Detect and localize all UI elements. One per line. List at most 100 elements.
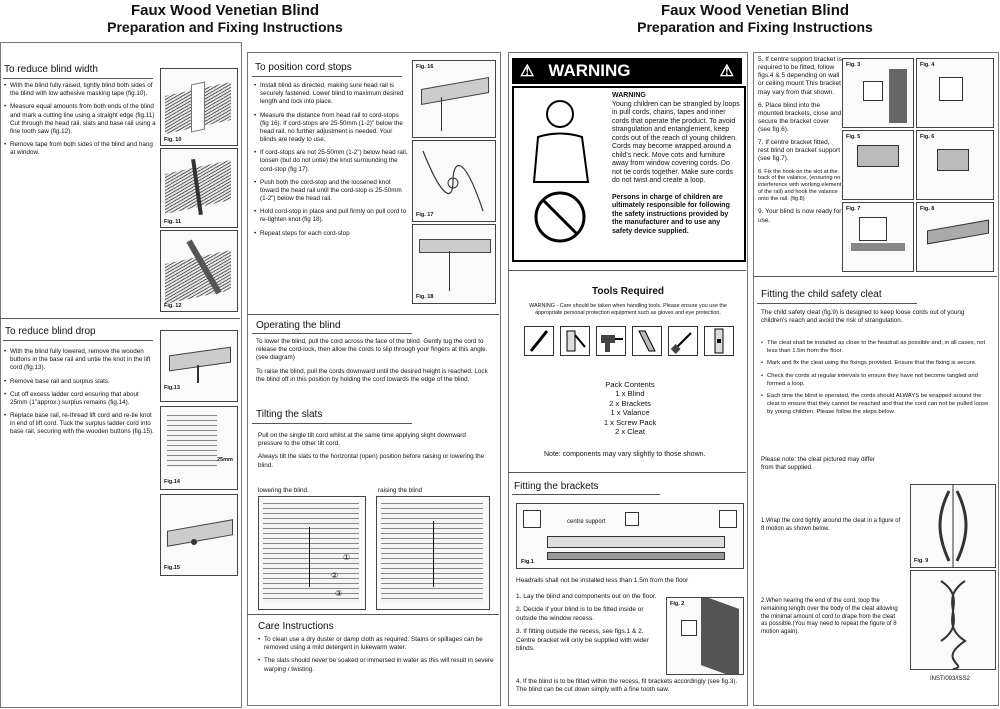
reduce-width-step-2: Measure equal amounts from both ends of … bbox=[4, 103, 156, 136]
divider bbox=[252, 76, 402, 77]
right-header: Faux Wood Venetian Blind Preparation and… bbox=[630, 2, 880, 35]
cleat-heading: Fitting the child safety cleat bbox=[761, 289, 882, 300]
operating-para-1: To lower the blind, pull the cord across… bbox=[256, 338, 488, 362]
cord-stops-step-4: Push both the cord-stop and the loosened… bbox=[254, 179, 408, 204]
fig-16-label: Fig. 16 bbox=[416, 64, 434, 70]
mount-steps: 5. If centre support bracket is required… bbox=[758, 56, 842, 230]
cleat-note: Please note: the cleat pictured may diff… bbox=[761, 456, 875, 472]
mount-step-5: 5. If centre support bracket is required… bbox=[758, 56, 842, 96]
fig-15: Fig.15 bbox=[160, 494, 238, 576]
lowering-label: lowering the blind. bbox=[258, 487, 309, 494]
pack-heading: Pack Contents bbox=[605, 380, 655, 389]
tools-footnote: Note: components may vary slightly to th… bbox=[544, 451, 706, 458]
reduce-drop-step-3: Cut off excess ladder cord ensuring that… bbox=[4, 391, 156, 407]
pack-item-2: 2 x Brackets bbox=[609, 398, 651, 408]
raising-diagram bbox=[376, 496, 490, 610]
tools-heading: Tools Required bbox=[592, 286, 665, 297]
fig-11: Fig. 11 bbox=[160, 148, 238, 228]
fig-10-label: Fig. 10 bbox=[164, 137, 182, 143]
cord-stops-step-3: If cord-stops are not 25-50mm (1-2") bel… bbox=[254, 149, 408, 174]
fig-11-label: Fig. 11 bbox=[164, 219, 182, 225]
pack-item-5: 2 x Cleat bbox=[615, 427, 645, 437]
fig-1-label: Fig.1 bbox=[521, 559, 534, 565]
divider bbox=[508, 270, 746, 271]
operating-heading: Operating the blind bbox=[256, 320, 341, 331]
warning-banner: ⚠ WARNING ⚠ bbox=[512, 58, 742, 84]
screwdriver-icon bbox=[668, 326, 698, 356]
reduce-drop-step-2: Remove base rail and surplus slats. bbox=[4, 378, 156, 386]
bracket-step-3: 3. If fitting outside the recess, see fi… bbox=[516, 628, 649, 653]
divider bbox=[252, 423, 412, 424]
cord-stops-step-6: Repeat steps for each cord-stop bbox=[254, 230, 408, 238]
bracket-step-1: 1. Lay the blind and components out on t… bbox=[516, 593, 657, 600]
pencil-icon bbox=[524, 326, 554, 356]
bracket-step-2: 2. Decide if your blind is to be fitted … bbox=[516, 606, 644, 622]
divider bbox=[3, 340, 153, 341]
right-subtitle: Preparation and Fixing Instructions bbox=[637, 19, 873, 36]
cleat-step-1: 1.Wrap the cord tightly around the cleat… bbox=[761, 518, 901, 532]
reduce-drop-text: With the blind fully lowered, remove the… bbox=[4, 348, 156, 442]
care-heading: Care Instructions bbox=[258, 621, 334, 632]
cleat-item-4: Each time the blind is operated, the cor… bbox=[761, 393, 991, 416]
warning-responsibility: Persons in charge of children are ultima… bbox=[612, 193, 730, 235]
fig-16: Fig. 16 bbox=[412, 60, 496, 138]
tilting-text: Pull on the single tilt cord whilst at t… bbox=[258, 432, 490, 475]
cleat-intro: The child safety cleat (fig.9) is design… bbox=[761, 309, 965, 325]
fig-9: Fig. 9 bbox=[910, 484, 996, 568]
fig-5-label: Fig. 5 bbox=[846, 134, 861, 140]
fig-2: Fig. 2 bbox=[666, 597, 744, 675]
pack-item-3: 1 x Valance bbox=[610, 408, 650, 418]
tape-measure-icon bbox=[560, 326, 590, 356]
brackets-heading: Fitting the brackets bbox=[514, 481, 599, 492]
cord-stops-step-2: Measure the distance from head rail to c… bbox=[254, 112, 408, 145]
mount-step-6: 6. Place blind into the mounted brackets… bbox=[758, 101, 842, 133]
fig-17-label: Fig. 17 bbox=[416, 212, 434, 218]
fig-1: centre support Fig.1 bbox=[516, 503, 744, 569]
warning-box bbox=[512, 86, 746, 262]
fig-14: 25mm Fig.14 bbox=[160, 406, 238, 490]
warning-label: WARNING bbox=[612, 92, 646, 99]
divider bbox=[247, 614, 499, 615]
fig-6-label: Fig. 6 bbox=[920, 134, 935, 140]
cord-stops-step-1: Install blind as directed, making sure h… bbox=[254, 82, 408, 107]
reduce-drop-heading: To reduce blind drop bbox=[5, 326, 96, 337]
tilting-para-1: Pull on the single tilt cord whilst at t… bbox=[258, 432, 466, 448]
centre-support-label: centre support bbox=[567, 519, 606, 525]
cord-stops-step-5: Hold cord-stop in place and pull firmly … bbox=[254, 208, 408, 224]
reduce-width-heading: To reduce blind width bbox=[4, 64, 98, 75]
fig-4: Fig. 4 bbox=[916, 58, 994, 128]
cleat-item-2: Mark and fix the cleat using the fixings… bbox=[761, 360, 991, 368]
mount-step-8: 8. Fix the hook on the slot at the back … bbox=[758, 168, 842, 203]
bracket-step-4: 4. If the blind is to be fitted within t… bbox=[516, 678, 738, 694]
divider bbox=[0, 318, 240, 319]
step-mark-1: ① bbox=[343, 553, 351, 562]
step-mark-2: ② bbox=[331, 571, 339, 580]
brackets-steps-a: 1. Lay the blind and components out on t… bbox=[516, 593, 664, 659]
cord-stops-heading: To position cord stops bbox=[255, 62, 352, 73]
divider bbox=[757, 303, 917, 304]
fig-13: Fig.13 bbox=[160, 330, 238, 402]
cord-stops-text: Install blind as directed, making sure h… bbox=[254, 82, 408, 243]
fig-18: Fig. 18 bbox=[412, 224, 496, 304]
divider bbox=[3, 78, 153, 79]
warning-banner-text: WARNING bbox=[548, 61, 631, 80]
left-title: Faux Wood Venetian Blind bbox=[130, 2, 320, 19]
cleat-bullets: The cleat shall be installed as close to… bbox=[761, 340, 991, 421]
fig-12: Fig. 12 bbox=[160, 230, 238, 312]
fig-7-label: Fig. 7 bbox=[846, 206, 861, 212]
left-header: Faux Wood Venetian Blind Preparation and… bbox=[100, 2, 350, 35]
divider bbox=[512, 494, 660, 495]
tilting-heading: Tilting the slats bbox=[256, 409, 323, 420]
fig-15-label: Fig.15 bbox=[164, 565, 180, 571]
operating-text: To lower the blind, pull the cord across… bbox=[256, 338, 494, 389]
fig-2-label: Fig. 2 bbox=[670, 601, 685, 607]
left-subtitle: Preparation and Fixing Instructions bbox=[107, 19, 343, 36]
fig-13-label: Fig.13 bbox=[164, 385, 180, 391]
tools-note: WARNING - Care should be taken when hand… bbox=[529, 303, 727, 317]
mount-step-9: 9. Your blind is now ready for use. bbox=[758, 208, 842, 224]
care-text: To clean use a dry duster or damp cloth … bbox=[258, 636, 494, 679]
fig-3: Fig. 3 bbox=[842, 58, 914, 128]
document-code: INST/093/ISS2 bbox=[930, 676, 971, 682]
divider bbox=[753, 276, 997, 277]
operating-para-2: To raise the blind, pull the cords downw… bbox=[256, 367, 488, 383]
